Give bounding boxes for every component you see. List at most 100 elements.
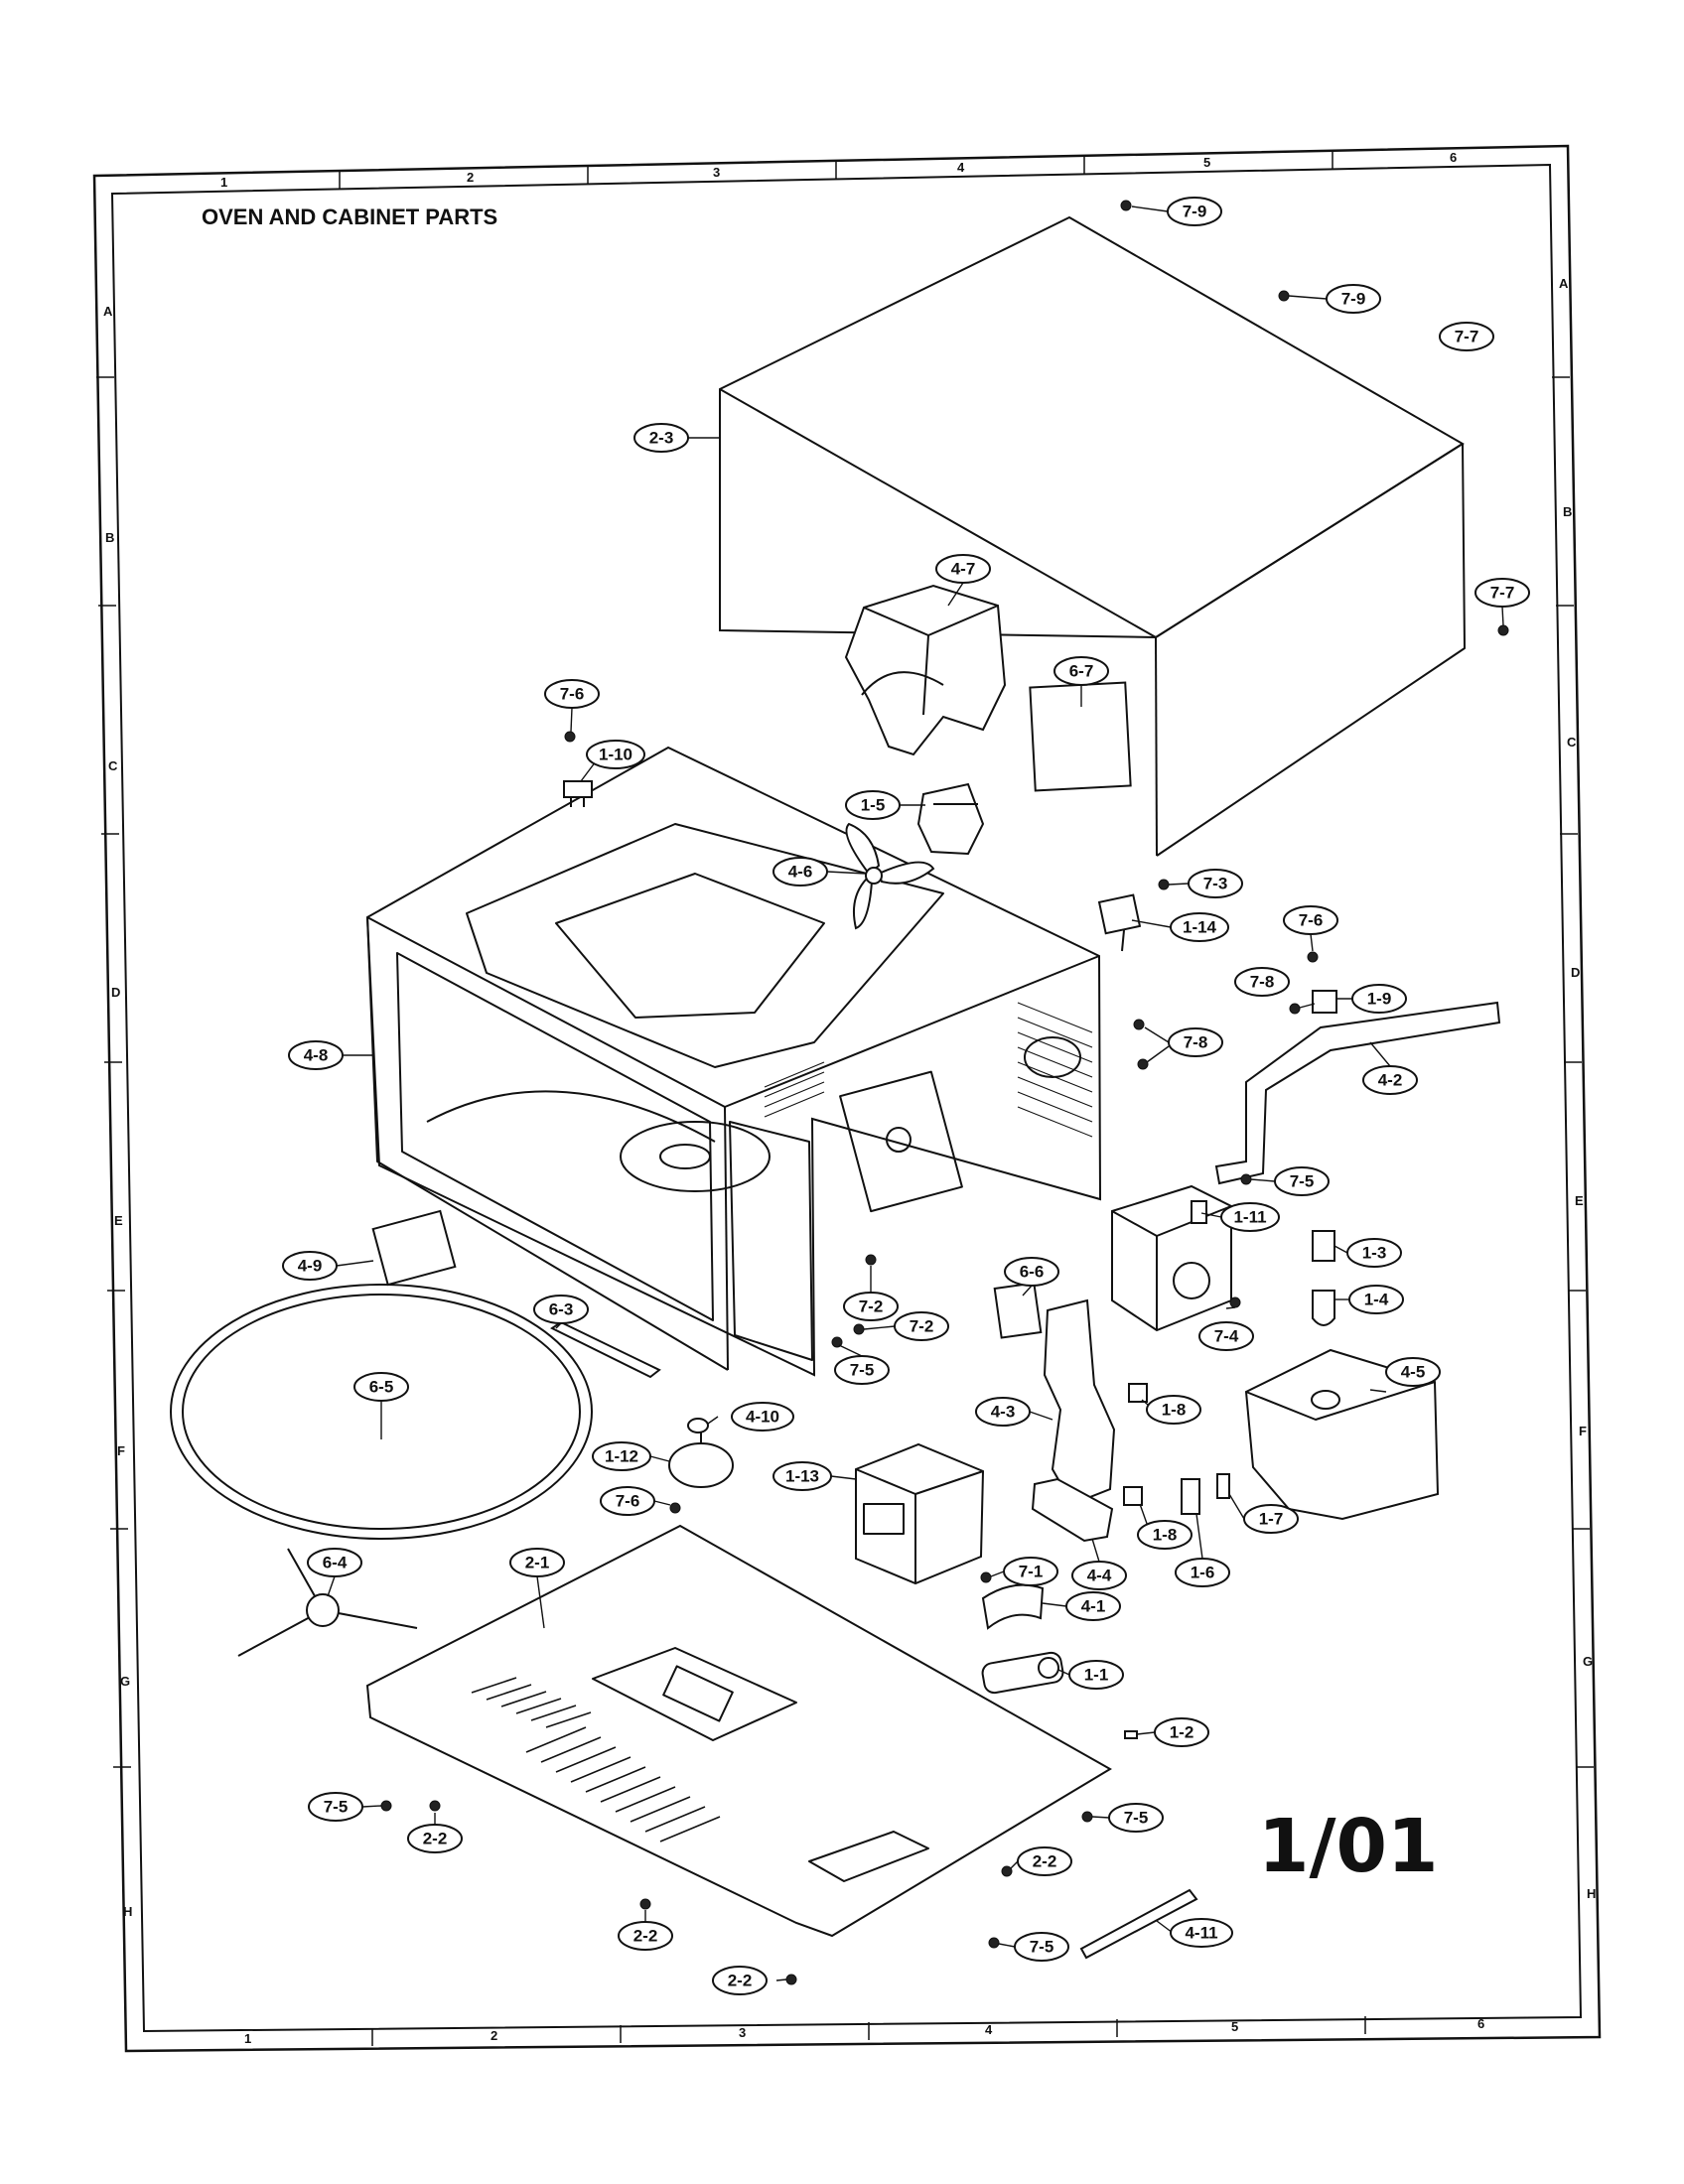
svg-text:1-12: 1-12 (605, 1447, 638, 1466)
callout: 7-6 (544, 679, 600, 709)
base-plate-part (365, 1524, 1112, 1938)
callout: 6-6 (1004, 1257, 1059, 1287)
callout: 4-10 (731, 1402, 794, 1432)
svg-text:2-1: 2-1 (525, 1554, 550, 1572)
svg-text:7-2: 7-2 (859, 1297, 884, 1316)
callout: 2-2 (1017, 1846, 1072, 1876)
roller-ring-part (237, 1548, 418, 1657)
svg-text:2-2: 2-2 (728, 1972, 753, 1990)
svg-text:7-8: 7-8 (1184, 1033, 1208, 1052)
grid-col-label: 4 (985, 2022, 993, 2037)
label-plate-part (1029, 681, 1132, 792)
svg-text:4-11: 4-11 (1185, 1924, 1217, 1943)
callout: 7-5 (1014, 1932, 1069, 1962)
grid-row-label: B (105, 530, 114, 545)
callout: 6-5 (353, 1372, 409, 1402)
leader-lines (327, 205, 1504, 1981)
oven-lamp-part (1312, 1290, 1335, 1326)
fan-blade-part (845, 822, 935, 930)
callout: 4-7 (935, 554, 991, 584)
grid-row-label: F (117, 1443, 125, 1458)
callout: 7-5 (308, 1792, 363, 1822)
callout: 7-6 (600, 1486, 655, 1516)
svg-text:1-10: 1-10 (599, 746, 632, 764)
callout: 1-3 (1346, 1238, 1402, 1268)
svg-text:7-5: 7-5 (1124, 1809, 1149, 1828)
callout: 4-1 (1065, 1591, 1121, 1621)
svg-text:7-6: 7-6 (560, 685, 585, 704)
callout: 4-9 (282, 1251, 338, 1281)
svg-text:1-2: 1-2 (1170, 1723, 1194, 1742)
magnetron-part (1111, 1184, 1232, 1332)
svg-text:7-2: 7-2 (910, 1317, 934, 1336)
outer-cabinet-part (719, 215, 1466, 857)
callout: 1-8 (1137, 1520, 1193, 1550)
callout: 1-5 (845, 790, 901, 820)
diagram-title: OVEN AND CABINET PARTS (202, 205, 497, 229)
svg-text:7-9: 7-9 (1183, 203, 1207, 221)
callout: 2-2 (712, 1966, 768, 1995)
grid-row-label: G (120, 1674, 130, 1689)
svg-text:7-8: 7-8 (1250, 973, 1275, 992)
svg-text:7-5: 7-5 (324, 1798, 349, 1817)
callout: 4-3 (975, 1397, 1031, 1427)
callout: 1-6 (1175, 1558, 1230, 1587)
svg-text:2-2: 2-2 (423, 1830, 448, 1848)
svg-text:4-10: 4-10 (746, 1408, 779, 1427)
callout: 1-1 (1068, 1660, 1124, 1690)
fuse-part (1216, 1473, 1230, 1499)
callout: 6-3 (533, 1295, 589, 1324)
air-duct-part (844, 584, 1007, 756)
turntable-tray-part (170, 1284, 593, 1540)
callout: 1-7 (1243, 1504, 1299, 1534)
callout: 2-1 (509, 1548, 565, 1577)
callout: 1-2 (1154, 1717, 1209, 1747)
grid-col-label: 3 (739, 2025, 746, 2040)
svg-text:7-5: 7-5 (850, 1361, 875, 1380)
grid-col-label: 4 (957, 160, 965, 175)
grid-row-label: A (103, 304, 113, 319)
grid-row-label: H (123, 1904, 132, 1919)
svg-text:7-5: 7-5 (1030, 1938, 1054, 1957)
svg-text:6-3: 6-3 (549, 1300, 574, 1319)
svg-text:6-6: 6-6 (1020, 1263, 1045, 1282)
latch-bracket-part (1214, 1001, 1501, 1185)
svg-text:1-8: 1-8 (1153, 1526, 1178, 1545)
capacitor-holder-part (981, 1583, 1045, 1630)
callout: 7-4 (1198, 1321, 1254, 1351)
oven-cavity-part (365, 746, 1102, 1377)
grid-col-label: 5 (1231, 2019, 1238, 2034)
callout: 7-9 (1167, 197, 1222, 226)
svg-text:4-5: 4-5 (1401, 1363, 1426, 1382)
svg-text:4-6: 4-6 (788, 863, 813, 882)
grid-col-label: 1 (244, 2031, 251, 2046)
grid-col-label: 6 (1477, 2016, 1484, 2031)
svg-text:4-3: 4-3 (991, 1403, 1016, 1422)
svg-text:1-6: 1-6 (1191, 1564, 1215, 1582)
callout: 2-2 (618, 1921, 673, 1951)
svg-text:6-4: 6-4 (323, 1554, 348, 1572)
callout: 4-6 (772, 857, 828, 887)
callout: 1-10 (586, 740, 645, 769)
air-guide-cover-part (1244, 1348, 1440, 1521)
capacitor-bracket-part (1031, 1477, 1114, 1543)
svg-text:1-8: 1-8 (1162, 1401, 1187, 1420)
svg-text:2-2: 2-2 (633, 1927, 658, 1946)
hv-capacitor-part (981, 1651, 1064, 1695)
page-number: 1/01 (1258, 1804, 1439, 1889)
svg-text:7-5: 7-5 (1290, 1172, 1315, 1191)
hv-diode-part (1124, 1730, 1138, 1739)
svg-text:6-7: 6-7 (1069, 662, 1094, 681)
grid-row-label: C (108, 758, 118, 773)
grid-row-label: D (1571, 965, 1580, 980)
callout: 4-11 (1170, 1918, 1233, 1948)
svg-text:2-2: 2-2 (1033, 1852, 1057, 1871)
callout: 1-4 (1348, 1285, 1404, 1314)
grid-col-label: 6 (1450, 150, 1457, 165)
svg-text:4-4: 4-4 (1087, 1567, 1112, 1585)
callout: 7-5 (834, 1355, 890, 1385)
svg-text:7-4: 7-4 (1214, 1327, 1239, 1346)
callout: 1-9 (1351, 984, 1407, 1014)
svg-text:1-3: 1-3 (1362, 1244, 1387, 1263)
latch-board-part (1043, 1298, 1116, 1506)
